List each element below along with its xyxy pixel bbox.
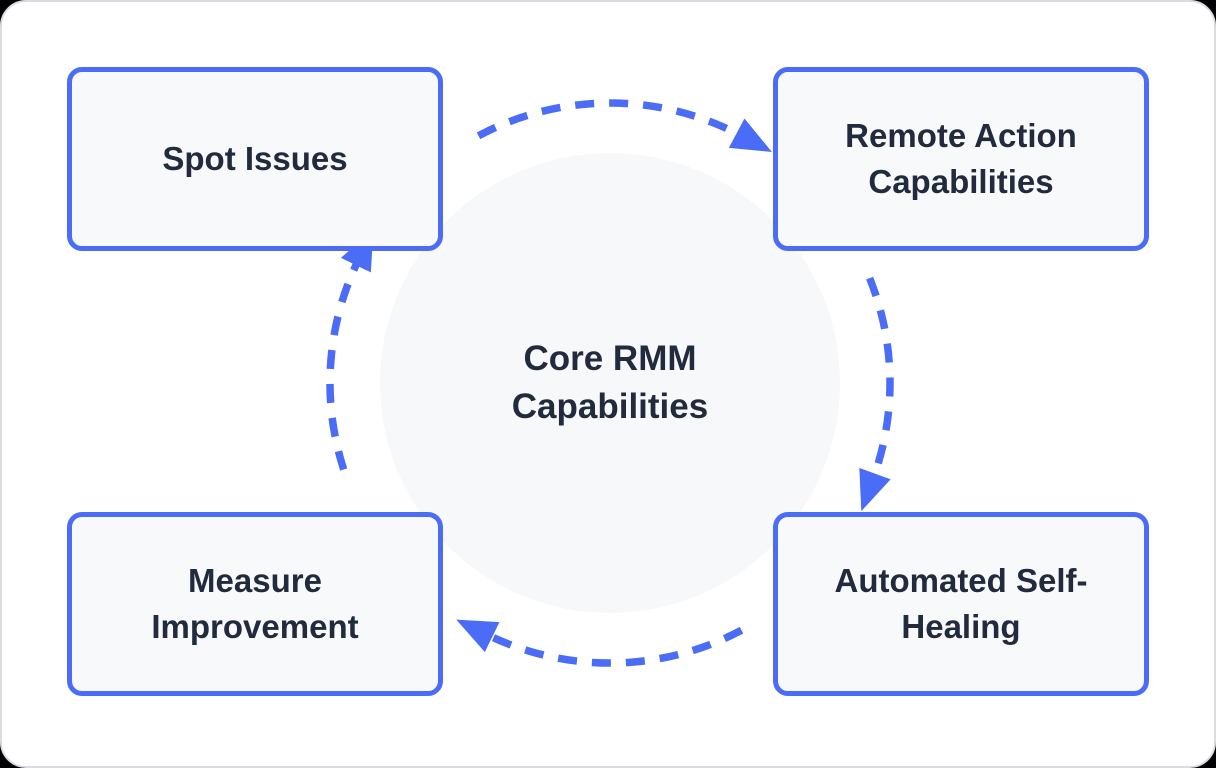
center-label-line-1: Core RMM [523, 338, 697, 378]
arrow-right [859, 276, 894, 512]
node-measure-improvement: Measure Improvement [67, 512, 443, 696]
center-label-line-2: Capabilities [511, 387, 709, 426]
node-spot-issues-label: Spot Issues [162, 139, 348, 177]
node-spot-issues: Spot Issues [67, 67, 443, 251]
arrow-bottom [456, 619, 744, 667]
node-remote-action-capabilities: Remote Action Capabilities [773, 67, 1149, 251]
center-circle: Core RMM Capabilities [380, 153, 840, 613]
arrow-top [476, 99, 772, 152]
node-automated-self-healing-label: Automated Self-Healing [834, 561, 1088, 645]
node-remote-action-capabilities-label: Remote Action Capabilities [845, 116, 1077, 200]
arrow-left [326, 229, 374, 471]
node-measure-improvement-label: Measure Improvement [151, 561, 359, 645]
node-automated-self-healing: Automated Self-Healing [773, 512, 1149, 696]
